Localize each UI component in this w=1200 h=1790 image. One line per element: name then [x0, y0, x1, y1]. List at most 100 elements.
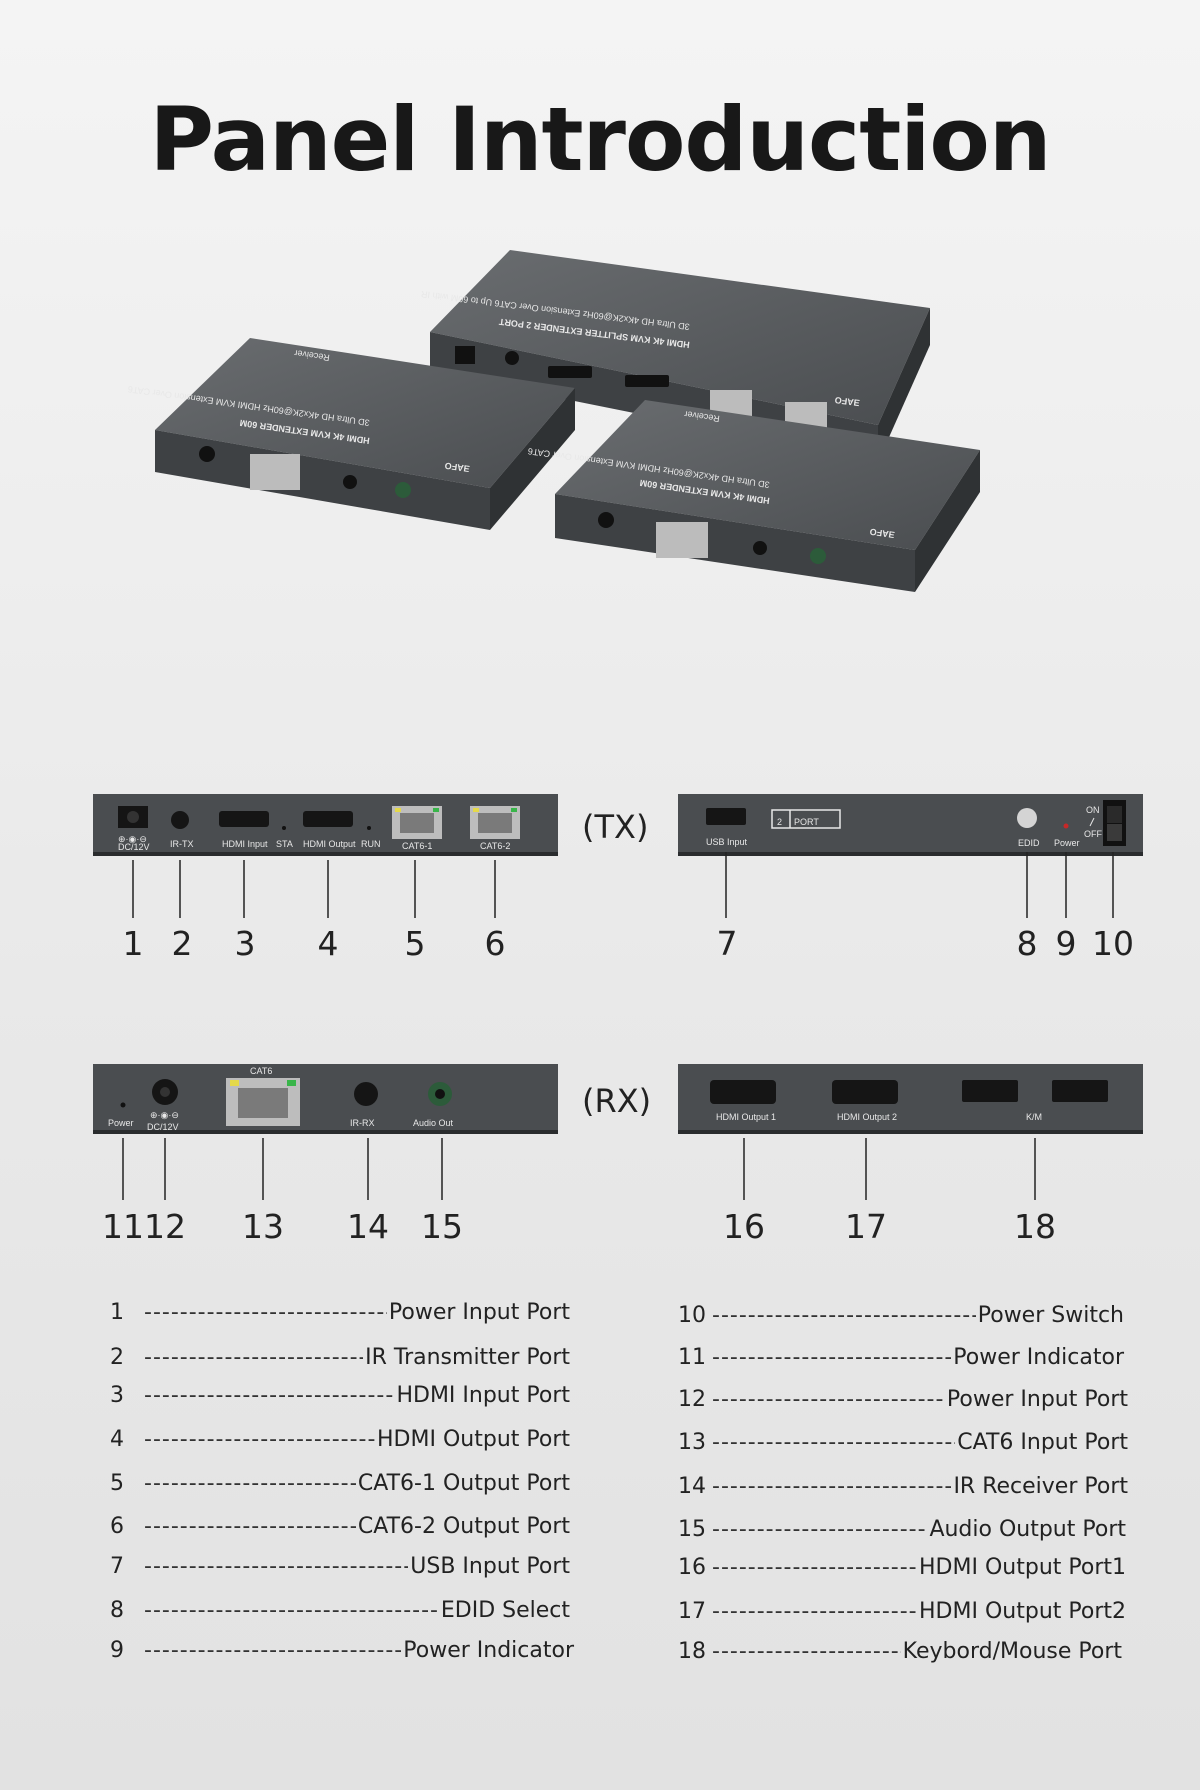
legend-item: 2 IR Transmitter Port — [110, 1342, 570, 1372]
tx-front-panel: ⊕·◉·⊖ DC/12V IR-TX HDMI Input STA HDMI O… — [93, 794, 558, 856]
legend-num: 16 — [678, 1554, 706, 1580]
callout-13: 13 — [242, 1207, 284, 1246]
tx-edid-label: EDID — [1018, 838, 1040, 848]
rx-diagram: Power ⊕·◉·⊖ DC/12V CAT6 IR-RX Audio Out … — [93, 1064, 1143, 1246]
legend-num: 9 — [110, 1637, 124, 1663]
legend-text: EDID Select — [440, 1597, 570, 1623]
legend-num: 10 — [678, 1302, 706, 1328]
legend-text: Power Indicator — [953, 1344, 1124, 1370]
callout-4: 4 — [318, 924, 339, 963]
rx-cat6-label: CAT6 — [250, 1066, 272, 1076]
rx-power-label: Power — [108, 1118, 134, 1128]
tx-edid-button — [1017, 808, 1037, 828]
legend-num: 15 — [678, 1516, 706, 1542]
callout-14: 14 — [347, 1207, 389, 1246]
legend-num: 14 — [678, 1473, 706, 1499]
rx-hdmi-out-2-port — [832, 1080, 898, 1104]
tx-port-num: 2 — [777, 817, 782, 827]
legend-item: 7USB Input Port — [110, 1551, 570, 1581]
callout-11: 11 — [102, 1207, 144, 1246]
callout-17: 17 — [845, 1207, 887, 1246]
legend-item: 17HDMI Output Port2 — [678, 1596, 1126, 1626]
rx-irrx-jack — [354, 1082, 378, 1106]
callout-15: 15 — [421, 1207, 463, 1246]
legend-text: CAT6-2 Output Port — [357, 1513, 570, 1539]
legend-text: IR Transmitter Port — [365, 1344, 570, 1370]
legend-text: HDMI Output Port — [377, 1426, 570, 1452]
rx-hdmi2-label: HDMI Output 2 — [837, 1112, 897, 1122]
legend-text: CAT6-1 Output Port — [357, 1470, 570, 1496]
legend-num: 7 — [110, 1553, 124, 1579]
rx-device-3d-right: HDMI 4K KVM EXTENDER 60M 3D Ultra HD 4Kx… — [527, 400, 980, 592]
callout-6: 6 — [485, 924, 506, 963]
legend-item: 3HDMI Input Port — [110, 1380, 570, 1410]
tx-hdmi-out-label: HDMI Output — [303, 839, 356, 849]
legend-text: Audio Output Port — [929, 1516, 1126, 1542]
callout-1: 1 — [123, 924, 144, 963]
tx-usb-port — [706, 808, 746, 825]
rx-front-panel: Power ⊕·◉·⊖ DC/12V CAT6 IR-RX Audio Out — [93, 1064, 558, 1134]
tx-back-panel: USB Input 2 PORT EDID Power ON OFF — [678, 794, 1143, 856]
tx-cat2-label: CAT6-2 — [480, 841, 510, 851]
legend-item: 4HDMI Output Port — [110, 1424, 570, 1454]
rx-hdmi1-label: HDMI Output 1 — [716, 1112, 776, 1122]
rx-km-port-2 — [1052, 1080, 1108, 1102]
callout-12: 12 — [144, 1207, 186, 1246]
legend-num: 2 — [110, 1344, 124, 1370]
rx-audio-label: Audio Out — [413, 1118, 454, 1128]
legend-item: 13CAT6 Input Port — [678, 1427, 1128, 1457]
rx-tag: (RX) — [582, 1082, 651, 1120]
legend-item: 12Power Input Port — [678, 1384, 1128, 1414]
legend-num: 11 — [678, 1344, 706, 1370]
callout-16: 16 — [723, 1207, 765, 1246]
tx-cat1-label: CAT6-1 — [402, 841, 432, 851]
product-photo: HDMI 4K KVM SPLITTER EXTENDER 2 PORT 3D … — [127, 250, 980, 592]
legend-item: 8 EDID Select — [110, 1595, 570, 1625]
tx-power-label: Power — [1054, 838, 1080, 848]
tx-irtx-jack — [171, 811, 189, 829]
legend-text: HDMI Output Port2 — [919, 1598, 1126, 1624]
rx-dc-label: DC/12V — [147, 1122, 179, 1132]
rx-brand-print-left: ƎAFO — [444, 461, 470, 474]
tx-hdmi-out-port — [303, 811, 353, 827]
legend-text: CAT6 Input Port — [957, 1429, 1128, 1455]
rx-irrx-label: IR-RX — [350, 1118, 375, 1128]
legend-num: 8 — [110, 1597, 124, 1623]
rx-back-panel: HDMI Output 1 HDMI Output 2 K/M — [678, 1064, 1143, 1134]
legend-num: 6 — [110, 1513, 124, 1539]
legend-text: Keybord/Mouse Port — [902, 1638, 1122, 1664]
legend-text: IR Receiver Port — [953, 1473, 1128, 1499]
tx-sta-label: STA — [276, 839, 293, 849]
legend-item: 6 CAT6-2 Output Port — [110, 1511, 570, 1541]
callout-9: 9 — [1056, 924, 1077, 963]
svg-text:⊕·◉·⊖: ⊕·◉·⊖ — [118, 834, 147, 844]
rx-hdmi-out-1-port — [710, 1080, 776, 1104]
rx-km-port-1 — [962, 1080, 1018, 1102]
legend-item: 1 Power Input Port — [110, 1297, 570, 1327]
tx-2port-badge — [771, 809, 841, 829]
rx-receiver-print-left: Receiver — [294, 348, 331, 363]
callout-10: 10 — [1092, 924, 1134, 963]
legend-text: Power Input Port — [388, 1299, 570, 1325]
tx-port-word: PORT — [794, 817, 819, 827]
tx-off-label: OFF — [1084, 829, 1102, 839]
rx-brand-print-right: ƎAFO — [869, 527, 895, 540]
legend-num: 5 — [110, 1470, 124, 1496]
tx-on-label: ON — [1086, 805, 1100, 815]
callout-8: 8 — [1017, 924, 1038, 963]
tx-tag: (TX) — [582, 808, 648, 846]
legend-item: 15 Audio Output Port — [678, 1514, 1126, 1544]
callout-2: 2 — [172, 924, 193, 963]
legend-num: 18 — [678, 1638, 706, 1664]
legend-text: HDMI Output Port1 — [919, 1554, 1126, 1580]
tx-brand-print: ƎAFO — [834, 395, 860, 408]
legend-text: Power Indicator — [403, 1637, 574, 1663]
rx-receiver-print-right: Receiver — [684, 409, 721, 424]
tx-dc-label: DC/12V — [118, 842, 150, 852]
legend-num: 12 — [678, 1386, 706, 1412]
legend-num: 1 — [110, 1299, 124, 1325]
tx-irtx-label: IR-TX — [170, 839, 194, 849]
legend-text: Power Switch — [977, 1302, 1124, 1328]
callout-7: 7 — [717, 924, 738, 963]
callout-18: 18 — [1014, 1207, 1056, 1246]
